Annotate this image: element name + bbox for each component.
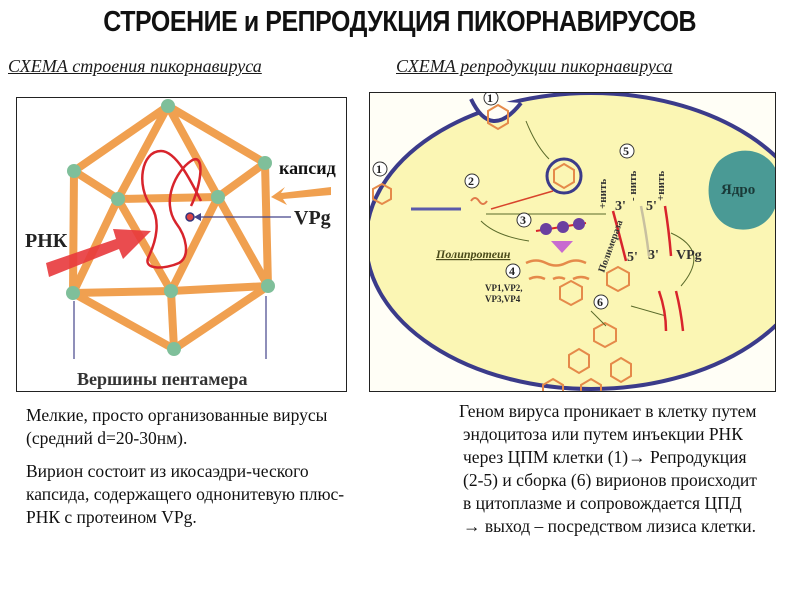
- vpg-strand-label: VPg: [676, 248, 702, 263]
- nucleus: [708, 150, 775, 230]
- polyprotein-label: Полипротеин: [435, 247, 511, 261]
- step-1b-label: 1: [487, 93, 493, 105]
- rna-strand: [141, 149, 203, 269]
- virion-structure-text: Вирион состоит из икосаэдри-ческого капс…: [26, 461, 345, 527]
- cell-figure: Ядро +нить - нить +нить Пол: [370, 93, 775, 391]
- end-label: 5': [646, 199, 657, 214]
- end-label: 3': [615, 199, 626, 214]
- reproduction-text: Геном вируса проникает в клетку путем эн…: [459, 401, 757, 536]
- rna-label: РНК: [25, 230, 68, 252]
- step-4-label: 4: [509, 264, 515, 278]
- slide-title-text: СТРОЕНИЕ и РЕПРОДУКЦИЯ ПИКОРНАВИРУСОВ: [103, 6, 697, 38]
- virion-particles: [372, 103, 632, 391]
- uncoated-rna: [470, 197, 488, 205]
- step-6-label: 6: [597, 295, 603, 309]
- slide-title: СТРОЕНИЕ и РЕПРОДУКЦИЯ ПИКОРНАВИРУСОВ: [0, 6, 800, 39]
- plus-strand-label-2: +нить: [655, 171, 667, 201]
- step-5-label: 5: [623, 144, 629, 158]
- capsid-label-bg: [276, 151, 346, 185]
- step-1-label: 1: [376, 162, 382, 176]
- translation-arrow: [551, 241, 573, 253]
- vpg-arrowhead: [194, 213, 201, 221]
- capsid-arrow: [271, 187, 331, 205]
- step-2-label: 2: [468, 174, 474, 188]
- rna-arrow: [46, 229, 151, 277]
- endosome: [545, 157, 583, 195]
- right-description: Геном вируса проникает в клетку путем эн…: [459, 400, 763, 538]
- left-description: Мелкие, просто организованные вирусы (ср…: [26, 404, 346, 529]
- right-subtitle: СХЕМА репродукции пикорнавируса: [396, 56, 673, 76]
- end-label: 5': [627, 250, 638, 265]
- cleaved-proteins: [528, 275, 590, 281]
- plus-strand-label-1: +нить: [597, 179, 609, 209]
- icosahedron-figure: РНК VPg капсид Вершины пентамера: [25, 99, 346, 389]
- reproduction-diagram: Ядро +нить - нить +нить Пол: [369, 92, 776, 392]
- virus-size-text: Мелкие, просто организованные вирусы (ср…: [26, 405, 328, 448]
- rna-strands: [611, 205, 685, 332]
- vp-label: VP1,VP2,: [485, 283, 523, 293]
- end-label: 3': [648, 248, 659, 263]
- vertices-label: Вершины пентамера: [77, 369, 248, 389]
- pentamer-vertices: [66, 99, 275, 356]
- vpg-label: VPg: [294, 207, 331, 229]
- ribosomes: [540, 218, 585, 235]
- capsid-structure-diagram: РНК VPg капсид Вершины пентамера: [16, 97, 347, 392]
- capsid-edges: [69, 102, 272, 353]
- minus-strand-label: - нить: [627, 171, 639, 201]
- capsid-label: капсид: [279, 158, 336, 178]
- polyprotein-chain: [525, 259, 587, 267]
- nucleus-label: Ядро: [721, 182, 755, 198]
- vpg-dot: [185, 212, 195, 222]
- pathway-arrows: [411, 120, 695, 327]
- left-subtitle: СХЕМА строения пикорнавируса: [8, 56, 262, 76]
- step-markers: 1 1 2 3 4 5 6: [372, 93, 635, 310]
- step-3-label: 3: [520, 213, 526, 227]
- vp-label: VP3,VP4: [485, 294, 521, 304]
